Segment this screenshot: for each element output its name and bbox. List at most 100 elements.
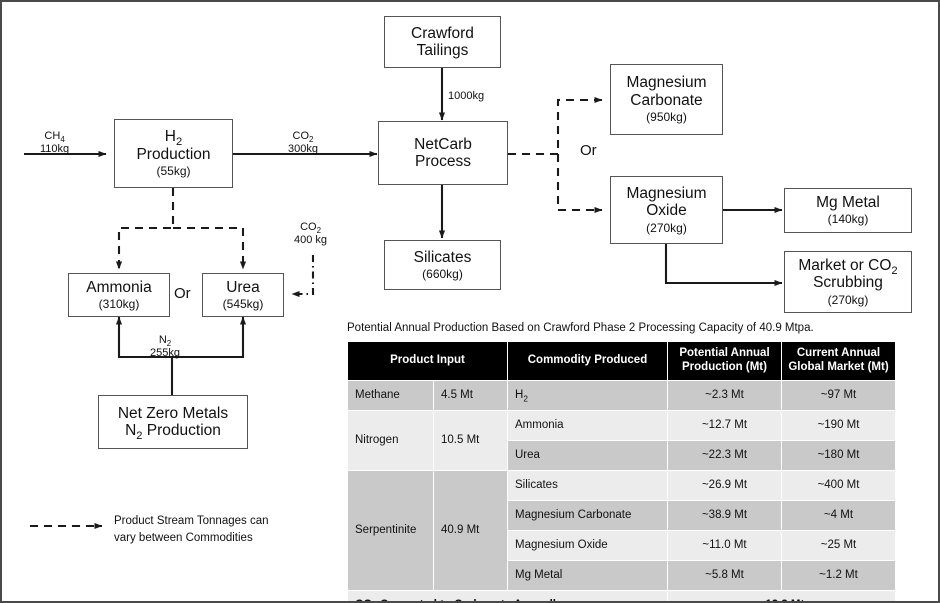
node-magnesium-carbonate[interactable]: Magnesium Carbonate (950kg): [610, 64, 723, 135]
node-magnesium-oxide-line2: Oxide: [646, 202, 687, 220]
cell-commodity: H2: [507, 379, 668, 411]
node-crawford-tailings[interactable]: Crawford Tailings: [384, 16, 501, 68]
cell-product-input-name: Methane: [347, 379, 434, 411]
node-h2-production-mass: (55kg): [156, 164, 191, 179]
stream-label-co2-urea: CO2 400 kg: [294, 221, 327, 246]
cell-commodity: Mg Metal: [507, 559, 668, 591]
legend-description: Product Stream Tonnages can vary between…: [114, 513, 269, 546]
node-crawford-tailings-line2: Tailings: [416, 42, 469, 59]
node-magnesium-carbonate-line1: Magnesium: [626, 74, 707, 92]
th-commodity-produced: Commodity Produced: [507, 341, 668, 381]
cell-product-input-amount: 4.5 Mt: [433, 379, 508, 411]
stream-n2-species: N2: [158, 334, 172, 349]
cell-current-market: ~97 Mt: [781, 379, 896, 411]
node-magnesium-oxide-mass: (270kg): [646, 220, 687, 235]
cell-commodity: Ammonia: [507, 409, 668, 441]
th-potential-production: Potential Annual Production (Mt): [667, 341, 782, 381]
table-total-row: CO2 Converted to Carbonate Annually ~12.…: [347, 589, 896, 601]
cell-product-input-name: Nitrogen: [347, 409, 434, 471]
cell-product-input-amount: 10.5 Mt: [433, 409, 508, 471]
cell-current-market: ~180 Mt: [781, 439, 896, 471]
node-market-or-co2-scrubbing[interactable]: Market or CO2 Scrubbing (270kg): [784, 251, 912, 313]
cell-potential-production: ~5.8 Mt: [667, 559, 782, 591]
cell-commodity: Magnesium Carbonate: [507, 499, 668, 531]
node-market-line2: Scrubbing: [813, 274, 883, 292]
legend-line2: vary between Commodities: [114, 531, 253, 544]
node-silicates[interactable]: Silicates (660kg): [384, 240, 501, 290]
cell-potential-production: ~11.0 Mt: [667, 529, 782, 561]
node-netcarb-line2: Process: [415, 153, 471, 170]
cell-current-market: ~400 Mt: [781, 469, 896, 501]
stream-label-ch4: CH4 110kg: [40, 130, 69, 155]
cell-commodity: Urea: [507, 439, 668, 471]
node-market-line1: Market or CO2: [798, 256, 898, 278]
node-urea[interactable]: Urea (545kg): [202, 273, 284, 317]
node-silicates-line1: Silicates: [413, 248, 472, 266]
table-row: Urea~22.3 Mt~180 Mt: [348, 439, 896, 471]
node-urea-mass: (545kg): [222, 296, 264, 311]
stream-co2-mass: 300kg: [288, 142, 318, 155]
cell-current-market: ~1.2 Mt: [781, 559, 896, 591]
node-magnesium-carbonate-line2: Carbonate: [630, 91, 703, 109]
node-urea-line1: Urea: [226, 278, 260, 296]
stream-label-n2: N2 255kg: [150, 334, 180, 359]
node-silicates-mass: (660kg): [422, 266, 463, 281]
cell-commodity: Silicates: [507, 469, 668, 501]
node-market-mass: (270kg): [827, 292, 869, 307]
node-h2-production[interactable]: H2 Production (55kg): [114, 119, 233, 188]
stream-label-tailings-feed: 1000kg: [448, 90, 484, 103]
node-magnesium-oxide-line1: Magnesium: [626, 184, 707, 202]
or-label-ammonia-urea: Or: [174, 285, 191, 302]
node-ammonia[interactable]: Ammonia (310kg): [68, 273, 170, 317]
node-mg-metal[interactable]: Mg Metal (140kg): [784, 188, 912, 233]
node-h2-production-line2: Production: [136, 145, 211, 163]
cell-current-market: ~4 Mt: [781, 499, 896, 531]
cell-potential-production: ~22.3 Mt: [667, 439, 782, 471]
stream-co2-species: CO2: [292, 130, 314, 145]
table-header-row: Product Input Commodity Produced Potenti…: [347, 341, 896, 381]
node-net-zero-metals-line2: N2 Production: [125, 422, 221, 443]
cell-product-input-amount: 40.9 Mt: [433, 469, 508, 591]
node-h2-production-title: H2: [164, 128, 183, 149]
stream-co2-urea-species: CO2: [300, 221, 321, 236]
or-label-carbonate-oxide: Or: [580, 142, 597, 159]
stream-n2-mass: 255kg: [150, 346, 180, 359]
production-table: Product Input Commodity Produced Potenti…: [347, 341, 896, 601]
cell-commodity: Magnesium Oxide: [507, 529, 668, 561]
total-value: ~12.3 Mt: [667, 589, 896, 601]
node-netcarb-line1: NetCarb: [414, 135, 472, 153]
table-title: Potential Annual Production Based on Cra…: [347, 322, 814, 334]
node-magnesium-oxide[interactable]: Magnesium Oxide (270kg): [610, 176, 723, 244]
cell-potential-production: ~38.9 Mt: [667, 499, 782, 531]
node-netcarb-process[interactable]: NetCarb Process: [378, 121, 508, 185]
stream-co2-urea-mass: 400 kg: [294, 233, 328, 246]
node-ammonia-line1: Ammonia: [86, 278, 152, 296]
node-mg-metal-mass: (140kg): [827, 212, 869, 227]
table-row: Mg Metal~5.8 Mt~1.2 Mt: [348, 559, 896, 591]
stream-ch4-species: CH4: [44, 130, 65, 145]
stream-ch4-mass: 110kg: [40, 142, 70, 155]
th-product-input: Product Input: [347, 341, 508, 381]
node-crawford-tailings-line1: Crawford: [411, 24, 474, 42]
node-net-zero-metals[interactable]: Net Zero Metals N2 Production: [98, 395, 248, 449]
node-mg-metal-line1: Mg Metal: [816, 194, 880, 212]
cell-product-input-name: Serpentinite: [347, 469, 434, 591]
total-label: CO2 Converted to Carbonate Annually: [347, 589, 668, 601]
legend-line1: Product Stream Tonnages can: [114, 515, 269, 527]
cell-potential-production: ~2.3 Mt: [667, 379, 782, 411]
node-magnesium-carbonate-mass: (950kg): [646, 110, 687, 125]
stream-label-co2-out: CO2 300kg: [288, 130, 318, 155]
table-row: Magnesium Oxide~11.0 Mt~25 Mt: [348, 529, 896, 561]
table-row: Magnesium Carbonate~38.9 Mt~4 Mt: [348, 499, 896, 531]
cell-potential-production: ~12.7 Mt: [667, 409, 782, 441]
cell-current-market: ~190 Mt: [781, 409, 896, 441]
node-net-zero-metals-line1: Net Zero Metals: [117, 404, 229, 422]
stream-tailings-mass: 1000kg: [448, 90, 485, 102]
cell-potential-production: ~26.9 Mt: [667, 469, 782, 501]
cell-current-market: ~25 Mt: [781, 529, 896, 561]
